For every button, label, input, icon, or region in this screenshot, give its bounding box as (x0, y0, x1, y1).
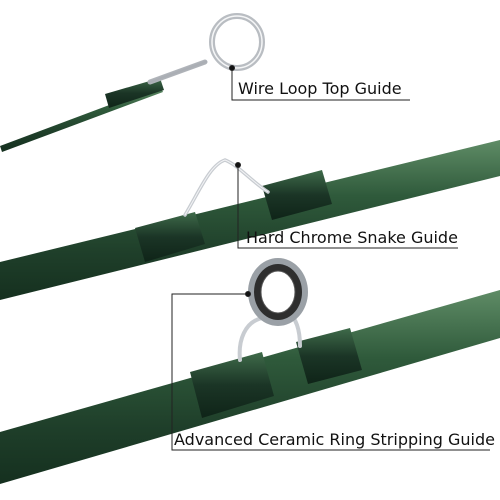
middle-rod-section (0, 140, 500, 300)
snake-guide-wrap-left (135, 212, 205, 262)
middle-rod-blank (0, 140, 500, 300)
snake-guide-wrap-right (262, 170, 332, 220)
callout-line-top (231, 68, 410, 101)
callout-ceramic-stripping-guide: Advanced Ceramic Ring Stripping Guide (174, 430, 495, 449)
stripping-guide-wrap-right (296, 328, 362, 384)
callout-line-middle (237, 165, 458, 249)
callout-lines (171, 65, 490, 451)
stripping-guide-wrap-left (190, 352, 274, 418)
top-guide-wrap (105, 78, 164, 108)
callout-hard-chrome-snake-guide: Hard Chrome Snake Guide (246, 228, 458, 247)
top-rod-section (0, 13, 265, 152)
bottom-rod-section (0, 258, 500, 484)
callout-line-bottom (171, 293, 490, 451)
callout-wire-loop-top-guide: Wire Loop Top Guide (238, 79, 402, 98)
wire-loop-top-guide (147, 59, 208, 85)
